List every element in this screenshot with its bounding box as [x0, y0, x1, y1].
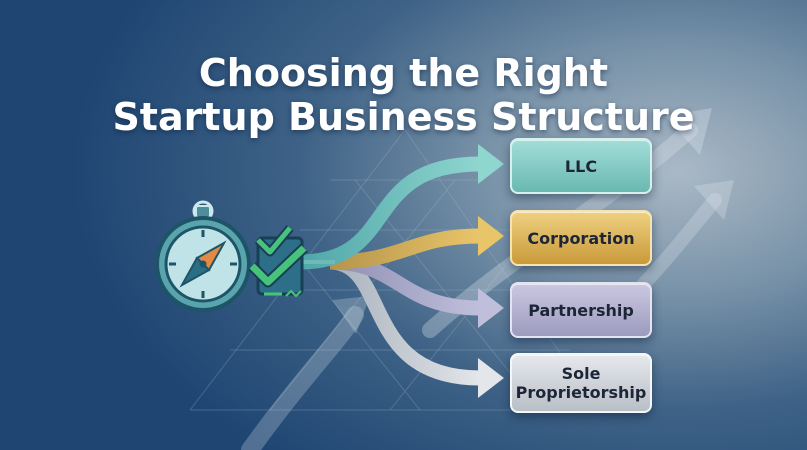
option-partnership-label: Partnership: [528, 300, 634, 320]
option-corporation: Corporation: [510, 210, 652, 266]
option-llc-label: LLC: [564, 156, 598, 176]
arrowhead-corporation: [478, 216, 504, 256]
arrow-to-corporation: [329, 228, 481, 270]
arrowhead-partnership: [478, 288, 504, 328]
option-sole-proprietorship-label: Sole Proprietorship: [515, 364, 647, 402]
title-line-2: Startup Business Structure: [112, 95, 695, 140]
option-corporation-label: Corporation: [527, 228, 635, 248]
option-llc: LLC: [510, 138, 652, 194]
arrowhead-sole-proprietorship: [478, 358, 504, 398]
option-partnership: Partnership: [510, 282, 652, 338]
option-sole-proprietorship: Sole Proprietorship: [510, 353, 652, 413]
title-line-1: Choosing the Right: [198, 51, 609, 96]
arrowhead-llc: [478, 144, 504, 184]
page-title: Choosing the Right Startup Business Stru…: [0, 51, 807, 139]
arrow-to-llc: [299, 156, 481, 270]
